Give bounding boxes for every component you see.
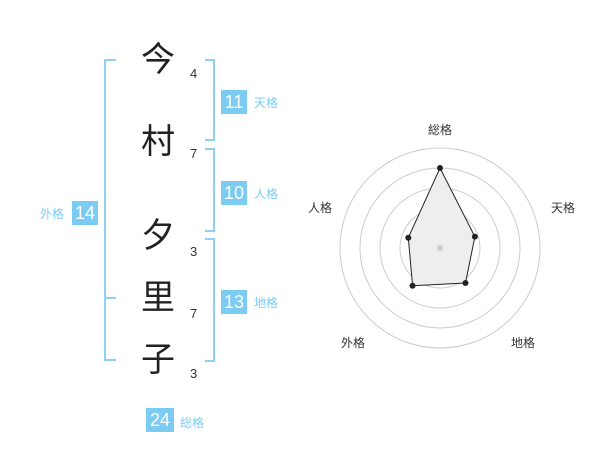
stroke-count-5: 3 <box>190 366 198 381</box>
gaikaku-value: 14 <box>72 201 98 225</box>
radar-polygon <box>407 166 476 287</box>
radar-point <box>471 233 478 240</box>
gaikaku-divider <box>104 297 116 299</box>
name-char-4: 里 <box>141 278 175 318</box>
stroke-count-3: 3 <box>190 244 198 259</box>
stroke-count-1: 4 <box>190 66 198 81</box>
name-char-2: 村 <box>141 122 175 162</box>
jinkaku-label: 人格 <box>254 187 279 201</box>
radar-point <box>437 165 443 171</box>
stroke-count-4: 7 <box>190 306 198 321</box>
stroke-count-2: 7 <box>190 146 198 161</box>
chikaku-value: 13 <box>221 290 247 314</box>
gaikaku-bracket <box>104 59 116 361</box>
radar-label-soukaku: 総格 <box>428 123 453 137</box>
soukaku-value: 24 <box>146 408 174 432</box>
name-char-1: 今 <box>141 40 175 80</box>
name-char-5: 子 <box>141 340 175 380</box>
chikaku-bracket <box>205 238 215 362</box>
radar-label-jinkaku: 人格 <box>308 201 333 215</box>
radar-center-dot <box>437 245 443 251</box>
tenkaku-bracket <box>205 59 215 141</box>
radar-ring <box>339 147 541 349</box>
radar-label-chikaku: 地格 <box>511 336 536 350</box>
radar-label-tenkaku: 天格 <box>551 201 576 215</box>
jinkaku-value: 10 <box>221 181 247 205</box>
radar-label-gaikaku: 外格 <box>341 336 366 350</box>
radar-point <box>409 282 416 289</box>
radar-point <box>462 280 469 287</box>
chikaku-label: 地格 <box>254 296 279 310</box>
gaikaku-label: 外格 <box>40 207 65 221</box>
soukaku-label: 総格 <box>180 416 205 430</box>
name-char-3: 夕 <box>141 216 175 256</box>
tenkaku-value: 11 <box>221 90 247 114</box>
tenkaku-label: 天格 <box>254 96 279 110</box>
radar-point <box>405 234 412 241</box>
jinkaku-bracket <box>205 148 215 232</box>
